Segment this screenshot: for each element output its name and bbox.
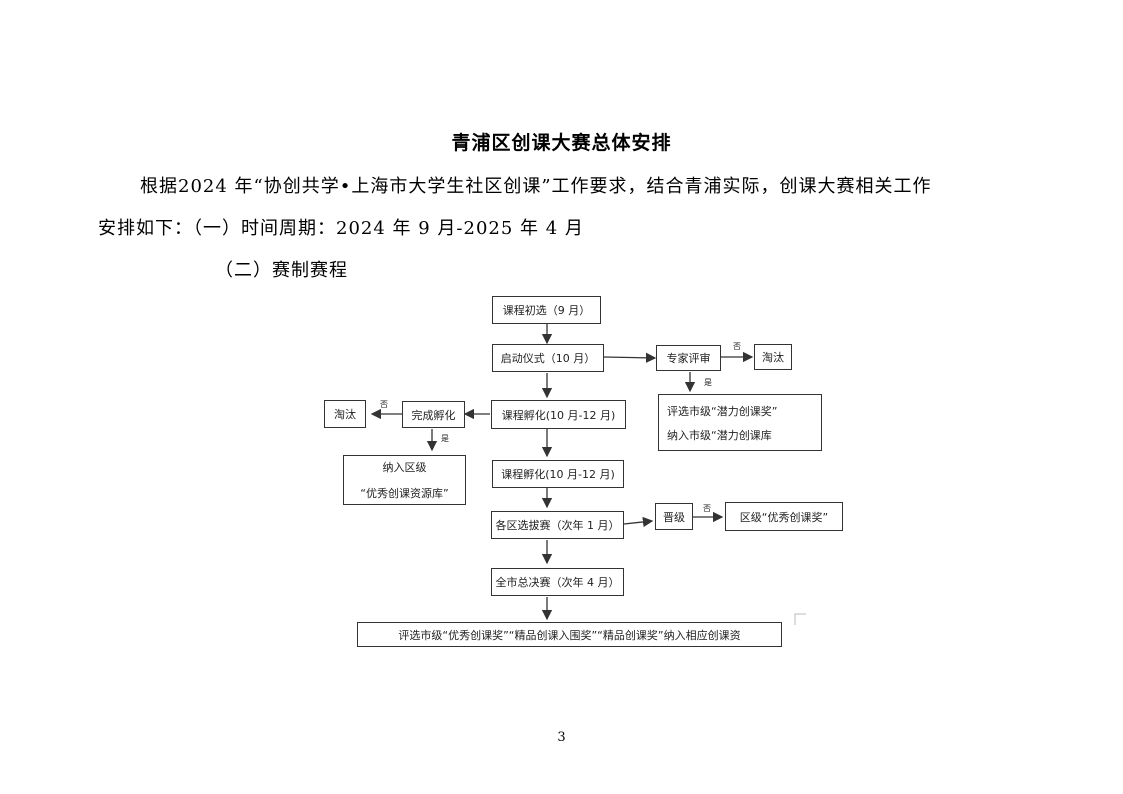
- section-heading-competition: （二）赛制赛程: [215, 260, 348, 281]
- district-resource-line1: 纳入区级: [382, 461, 427, 474]
- step-complete-incubation: 完成孵化: [402, 401, 465, 428]
- district-award-box: 区级“优秀创课奖”: [725, 502, 843, 531]
- label-no-a: 否: [733, 342, 741, 351]
- step-launch-ceremony: 启动仪式（10 月）: [492, 344, 604, 372]
- potential-award-line1: 评选市级“潜力创课奖”: [667, 404, 778, 418]
- label-yes-b: 是: [441, 434, 449, 443]
- final-result-box: 评选市级“优秀创课奖”“精品创课入围奖”“精品创课奖”纳入相应创课资: [357, 622, 782, 647]
- potential-award-box: 评选市级“潜力创课奖” 纳入市级“潜力创课库: [658, 394, 822, 451]
- label-no-c: 否: [703, 504, 711, 513]
- district-resource-box: 纳入区级 “优秀创课资源库”: [343, 455, 466, 505]
- step-course-preselection: 课程初选（9 月）: [492, 296, 601, 324]
- eliminated-b: 淘汰: [324, 400, 366, 428]
- step-expert-review: 专家评审: [656, 345, 721, 371]
- eliminated-a: 淘汰: [754, 344, 792, 370]
- step-city-final: 全市总决赛（次年 4 月）: [491, 568, 624, 596]
- label-yes-a: 是: [704, 378, 712, 387]
- step-promote: 晋级: [655, 503, 693, 530]
- step-course-incubation-1: 课程孵化(10 月-12 月): [491, 400, 626, 429]
- step-course-incubation-2: 课程孵化(10 月-12 月): [492, 460, 624, 488]
- step-district-selection: 各区选拔赛（次年 1 月）: [491, 511, 624, 539]
- page-number: 3: [557, 730, 566, 745]
- document-title: 青浦区创课大赛总体安排: [451, 132, 672, 154]
- paragraph-schedule: 安排如下：（一）时间周期：2024 年 9 月-2025 年 4 月: [98, 218, 584, 239]
- district-resource-line2: “优秀创课资源库”: [360, 487, 449, 500]
- paragraph-intro: 根据2024 年“协创共学•上海市大学生社区创课”工作要求，结合青浦实际，创课大…: [140, 176, 932, 197]
- potential-award-line2: 纳入市级“潜力创课库: [667, 428, 772, 442]
- label-no-b: 否: [380, 400, 388, 409]
